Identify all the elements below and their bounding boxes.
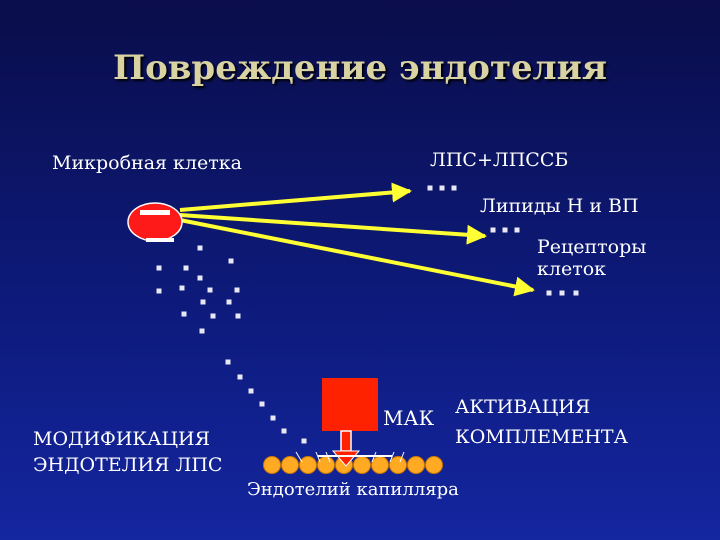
lps-particle <box>156 265 162 271</box>
lps-particle <box>490 227 496 233</box>
mak-complex <box>318 378 392 467</box>
page-title: Повреждение эндотелия <box>113 48 607 88</box>
cell-receptors-label-line2: клеток <box>537 258 607 280</box>
cell-receptor-mark <box>295 451 303 463</box>
endothelial-cell <box>353 456 371 474</box>
cell-receptors-label-line1: Рецепторы <box>537 236 647 258</box>
lps-particle <box>301 438 307 444</box>
lipids-label: Липиды Н и ВП <box>480 195 639 217</box>
mak-stem <box>340 430 352 452</box>
mak-arrowhead <box>331 450 361 467</box>
endothelial-cell <box>407 456 425 474</box>
lps-particle <box>502 227 508 233</box>
endothelial-cell <box>317 456 335 474</box>
arrow-to-receptors <box>179 218 535 297</box>
capillary-endothelium-cells <box>263 451 443 474</box>
mak-label: МАК <box>383 406 435 430</box>
lps-particle <box>207 287 213 293</box>
microbe-cell <box>127 202 183 242</box>
microbe-cell-body <box>127 202 183 242</box>
microbe-arrows <box>179 182 535 297</box>
lps-particle <box>197 275 203 281</box>
endothelial-cell <box>299 456 317 474</box>
lps-particle <box>210 313 216 319</box>
lps-particle <box>573 290 579 296</box>
cell-receptor-mark <box>399 451 405 463</box>
complement-activation-label-line2: КОМПЛЕМЕНТА <box>455 426 628 448</box>
endothelial-cell <box>389 456 407 474</box>
capillary-endothelium-label: Эндотелий капилляра <box>247 479 459 500</box>
lps-particle <box>199 328 205 334</box>
lps-particle <box>197 245 203 251</box>
lps-particle <box>514 227 520 233</box>
lps-particle <box>281 428 287 434</box>
lps-particle <box>427 185 433 191</box>
lps-particle <box>183 265 189 271</box>
endothelial-cell <box>371 456 389 474</box>
arrow-to-lps <box>179 182 412 212</box>
endothelium-modification-label-line1: МОДИФИКАЦИЯ <box>33 428 210 450</box>
microbe-cell-label: Микробная клетка <box>52 152 242 174</box>
endothelial-cell <box>281 456 299 474</box>
endothelial-cell <box>425 456 443 474</box>
lps-particle <box>270 415 276 421</box>
lps-particle <box>248 388 254 394</box>
lps-particle <box>234 287 240 293</box>
arrow-to-lipids <box>179 213 487 245</box>
endothelium-modification-label-line2: ЭНДОТЕЛИЯ ЛПС <box>33 454 223 476</box>
lps-particle <box>228 258 234 264</box>
lps-particle <box>181 311 187 317</box>
lps-particles <box>156 185 579 444</box>
endothelial-cell <box>263 456 281 474</box>
lps-particle <box>200 299 206 305</box>
microbe-surface-mark <box>140 210 170 215</box>
lps-particle <box>225 359 231 365</box>
lps-particle <box>451 185 457 191</box>
lps-particle <box>259 401 265 407</box>
lps-particle <box>439 185 445 191</box>
microbe-surface-mark <box>146 238 174 242</box>
complement-activation-label-line1: АКТИВАЦИЯ <box>455 396 591 418</box>
lps-particle <box>226 299 232 305</box>
lps-particle <box>179 285 185 291</box>
lps-particle <box>156 288 162 294</box>
lps-particle <box>546 290 552 296</box>
lps-particle <box>237 374 243 380</box>
lps-complex-label: ЛПС+ЛПССБ <box>430 149 569 171</box>
lps-particle <box>235 313 241 319</box>
mak-block <box>322 378 378 431</box>
lps-particle <box>559 290 565 296</box>
